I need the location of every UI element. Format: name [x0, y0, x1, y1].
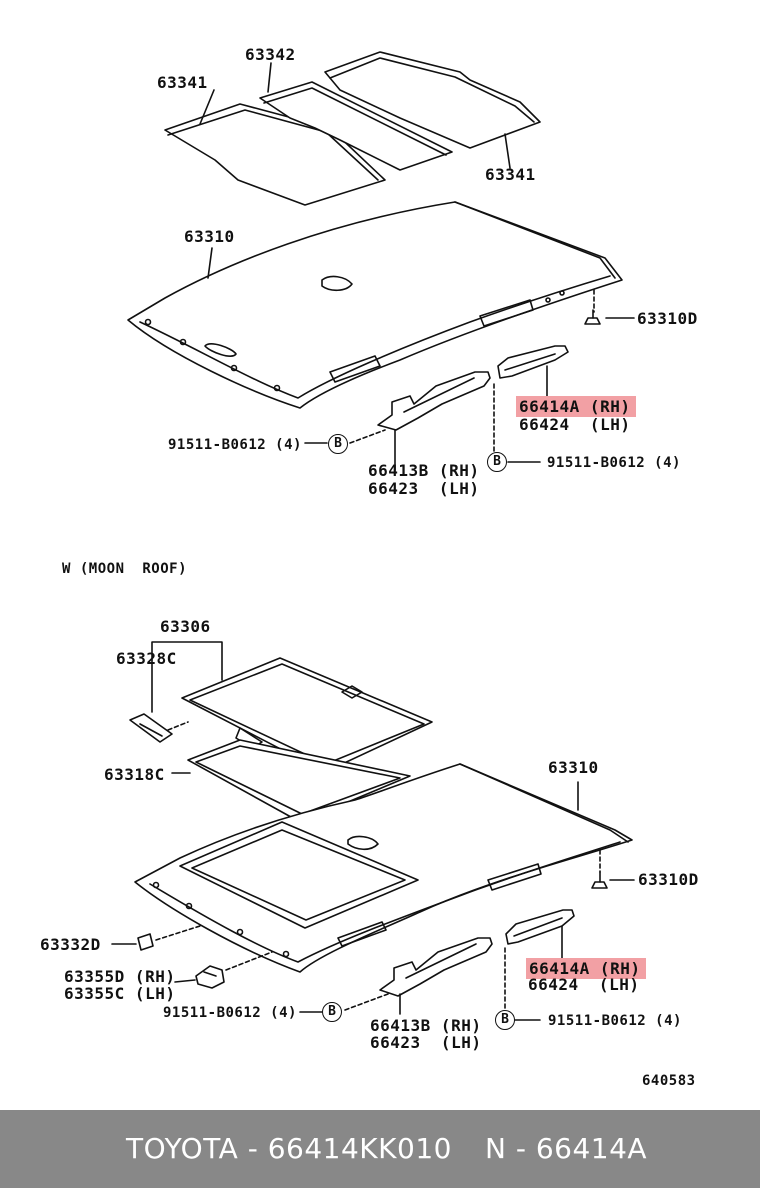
- label-63341-left: 63341: [157, 73, 208, 92]
- label-66413b-rh: 66413B (RH): [368, 461, 480, 480]
- label-66414a-rh: 66414A (RH): [516, 396, 637, 417]
- label-63342: 63342: [245, 45, 296, 64]
- dash-b-left: [349, 429, 386, 444]
- clip-63310d: [584, 309, 601, 325]
- headliner-63310: [127, 201, 623, 409]
- clip-63332d: [137, 933, 154, 951]
- label-63310d-moonroof: 63310D: [638, 870, 699, 889]
- label-66413b-rh-moonroof: 66413B (RH): [370, 1016, 482, 1035]
- leader-63341-right: [504, 133, 511, 169]
- bracket-66414a: [497, 345, 569, 379]
- label-66423-lh-moonroof: 66423 (LH): [370, 1033, 482, 1052]
- section-title-moonroof: W (MOON ROOF): [62, 561, 188, 577]
- leader-63310: [207, 247, 213, 279]
- label-91511-left: 91511-B0612 (4): [168, 437, 302, 453]
- dash-b-left-moonroof: [344, 993, 389, 1011]
- leader-63342: [267, 62, 272, 93]
- label-63328c: 63328C: [116, 649, 177, 668]
- label-63355c-lh: 63355C (LH): [64, 984, 176, 1003]
- label-63310-moonroof: 63310: [548, 758, 599, 777]
- bolt-b-left-icon: B: [328, 434, 348, 454]
- dash-63332d: [155, 925, 201, 941]
- label-63306: 63306: [160, 617, 211, 636]
- footer-bar: TOYOTA - 66414KK010 N - 66414A: [0, 1110, 760, 1188]
- diagram-id: 640583: [642, 1073, 696, 1089]
- holder-63355d: [195, 965, 225, 989]
- label-63310d: 63310D: [637, 309, 698, 328]
- footer-ref-number: N - 66414A: [485, 1132, 648, 1165]
- label-91511-right: 91511-B0612 (4): [547, 455, 681, 471]
- bolt-b-right-icon: B: [487, 452, 507, 472]
- bolt-b-right-moonroof-icon: B: [495, 1010, 515, 1030]
- dash-63355d: [225, 951, 273, 971]
- label-66414a-rh-moonroof: 66414A (RH): [526, 958, 647, 979]
- highlight-66414a: 66414A (RH): [516, 396, 637, 417]
- leader-63355d: [174, 979, 196, 983]
- diagram-drawing: [111, 51, 635, 1021]
- pad-63342: [259, 81, 453, 171]
- label-66424-lh: 66424 (LH): [519, 415, 631, 434]
- headliner-63310-moonroof: [134, 763, 633, 973]
- label-66423-lh: 66423 (LH): [368, 479, 480, 498]
- clip-63328c: [129, 713, 173, 743]
- bracket-66413b: [377, 371, 491, 431]
- bolt-b-left-moonroof-icon: B: [322, 1002, 342, 1022]
- dash-63328c: [167, 721, 189, 731]
- clip-63310d-moonroof: [591, 871, 608, 889]
- bracket-66414a-moonroof: [505, 909, 575, 945]
- label-63341-right: 63341: [485, 165, 536, 184]
- pad-63341-right: [324, 51, 541, 149]
- label-91511-right-moonroof: 91511-B0612 (4): [548, 1013, 682, 1029]
- bracket-63306: [151, 641, 223, 681]
- label-63332d: 63332D: [40, 935, 101, 954]
- label-91511-left-moonroof: 91511-B0612 (4): [163, 1005, 297, 1021]
- highlight-66414a-moonroof: 66414A (RH): [526, 958, 647, 979]
- label-63310: 63310: [184, 227, 235, 246]
- label-63318c: 63318C: [104, 765, 165, 784]
- bracket-66413b-moonroof: [379, 937, 493, 997]
- leader-63341-left: [199, 89, 215, 125]
- label-63355d-rh: 63355D (RH): [64, 967, 176, 986]
- parts-diagram: 63342 63341 63341 63310 63310D 66414A (R…: [40, 45, 699, 1090]
- footer-part-number: TOYOTA - 66414KK010: [126, 1132, 452, 1165]
- seal-63318c: [187, 739, 411, 823]
- label-66424-lh-moonroof: 66424 (LH): [528, 975, 640, 994]
